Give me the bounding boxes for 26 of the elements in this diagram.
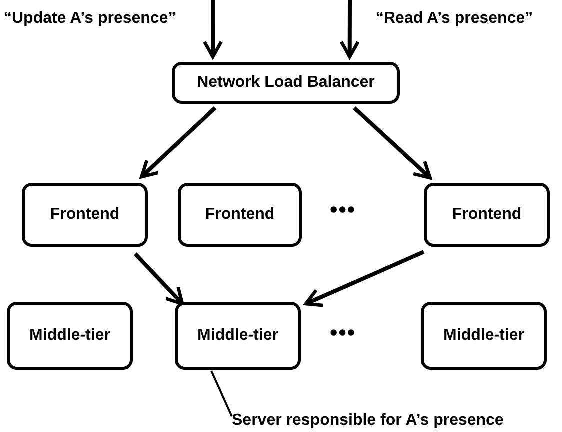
box-label: Frontend: [205, 206, 275, 224]
box-label: Middle-tier: [30, 327, 110, 345]
leader-line: [210, 370, 233, 417]
server-box: [172, 62, 400, 104]
server-box: [178, 183, 302, 247]
quote-label: “Update A’s presence”: [4, 10, 176, 28]
server-box: [421, 302, 547, 370]
arrow: [304, 250, 425, 308]
arrow: [353, 106, 432, 180]
ellipsis: •••: [330, 197, 356, 223]
server-box: [7, 302, 133, 370]
quote-label: “Read A’s presence”: [376, 10, 534, 28]
arrow: [203, 0, 224, 59]
annotation-text: Server responsible for A’s presence: [232, 412, 504, 430]
ellipsis: •••: [330, 320, 356, 346]
server-box: [424, 183, 550, 247]
server-box: [22, 183, 148, 247]
arrow: [340, 0, 360, 59]
box-label: Frontend: [50, 206, 120, 224]
arrow: [140, 106, 217, 179]
box-label: Frontend: [452, 206, 522, 224]
arrow: [134, 252, 184, 306]
box-label: Middle-tier: [444, 327, 524, 345]
box-label: Network Load Balancer: [197, 74, 375, 92]
server-box: [175, 302, 301, 370]
box-label: Middle-tier: [198, 327, 278, 345]
